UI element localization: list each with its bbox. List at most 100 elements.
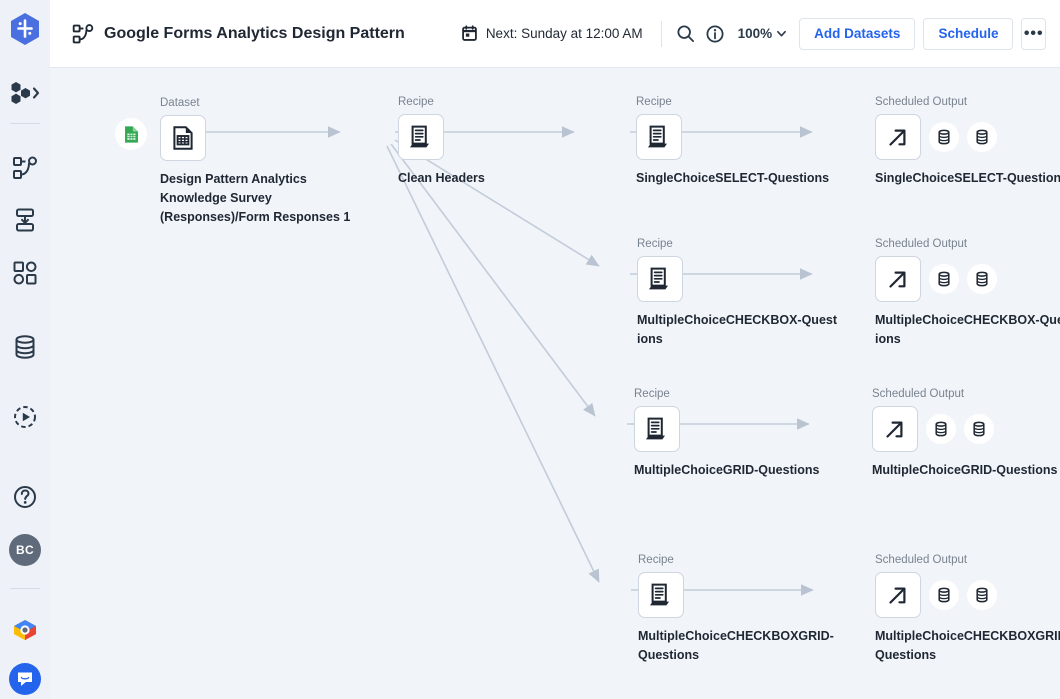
node-kind-label: Recipe [638,554,674,566]
recipe-prepare-icon [410,125,429,148]
recipe-box[interactable] [636,114,682,160]
database-badge-1[interactable] [929,122,959,152]
projects-hexagons-icon [11,82,40,105]
sidebar-item-recipes[interactable] [0,200,50,240]
intercom-chat-icon[interactable] [0,659,50,699]
page-title: Google Forms Analytics Design Pattern [104,24,405,42]
dataset-icon [173,126,193,150]
export-arrow-icon [889,271,906,288]
avatar-initials: BC [9,533,41,566]
recipe-prepare-icon [649,267,668,290]
node-label: Design Pattern Analytics Knowledge Surve… [160,172,351,224]
sidebar-item-flow[interactable] [0,148,50,188]
node-label: MultipleChoiceGRID-Questions [634,463,820,477]
sidebar-item-apps[interactable] [0,253,50,293]
recipe-box[interactable] [637,256,683,302]
database-badge-2[interactable] [967,580,997,610]
node-dataset-source[interactable]: Dataset [115,96,366,227]
header-divider [660,20,662,47]
recipe-prepare-icon [648,125,667,148]
sidebar-item-scenarios[interactable] [0,397,50,437]
flow-icon [13,156,37,180]
database-icon [976,129,988,145]
main-column: Google Forms Analytics Design Pattern Ne… [50,0,1060,699]
scheduled-output-box[interactable] [875,572,921,618]
google-sheets-icon [115,118,147,150]
node-kind-label: Recipe [398,96,434,108]
recipe-prepare-icon [650,583,669,606]
datasets-database-icon [15,335,35,359]
add-datasets-button[interactable]: Add Datasets [799,17,916,50]
node-kind-label: Dataset [160,97,200,109]
next-run-text: Next: Sunday at 12:00 AM [485,26,643,41]
apps-grid-icon [13,261,37,285]
sidebar-item-projects[interactable] [0,73,50,113]
rail-divider-2 [10,587,40,589]
node-kind-label: Scheduled Output [875,238,968,250]
schedule-button[interactable]: Schedule [923,17,1014,50]
node-label: MultipleChoiceGRID-Questions [872,463,1058,477]
dataiku-logo-icon[interactable] [9,12,41,51]
help-icon [14,486,36,509]
database-badge-1[interactable] [926,414,956,444]
node-label: MultipleChoiceCHECKBOXGRID-Questions [638,629,834,662]
flow-canvas[interactable]: Dataset [50,68,1060,699]
recipe-box[interactable] [638,572,684,618]
database-badge-2[interactable] [967,264,997,294]
database-icon [976,271,988,287]
rail-divider-1 [10,123,40,125]
node-label: SingleChoiceSELECT-Questions [636,171,830,185]
avatar[interactable]: BC [0,529,50,569]
database-icon [938,587,950,603]
node-kind-label: Scheduled Output [872,388,965,400]
recipe-prepare-icon [646,417,665,440]
export-arrow-icon [889,587,906,604]
node-kind-label: Scheduled Output [875,554,968,566]
recipe-box[interactable] [398,114,444,160]
search-icon[interactable] [675,19,696,49]
dataset-box[interactable] [115,115,206,161]
more-options-button[interactable]: ••• [1021,17,1046,50]
scheduled-output-box[interactable] [872,406,918,452]
node-recipe-1[interactable]: Recipe MultipleChoiceCHECKBOX-Questions [637,237,840,349]
scheduled-output-box[interactable] [875,114,921,160]
node-kind-label: Recipe [636,96,672,108]
google-cloud-icon[interactable] [0,613,50,653]
node-recipe-3[interactable]: Recipe MultipleChoiceCHECKBOXGRID-Questi… [638,553,838,665]
node-output-1[interactable]: Scheduled Output [875,237,1060,349]
scenarios-play-icon [14,406,36,429]
zoom-level-value: 100% [737,26,773,41]
node-recipe-0[interactable]: Recipe SingleChoiceSELECT-Questions [636,95,851,188]
prepare-icon [16,208,34,232]
sidebar-item-datasets[interactable] [0,327,50,367]
flow-icon [72,23,94,45]
database-icon [938,129,950,145]
database-badge-2[interactable] [967,122,997,152]
zoom-level-dropdown[interactable]: 100% [738,26,788,41]
database-icon [973,421,985,437]
node-output-0[interactable]: Scheduled Output [875,95,1060,188]
node-output-3[interactable]: Scheduled Output [875,553,1060,665]
node-label: MultipleChoiceCHECKBOX-Questions [637,313,838,346]
export-arrow-icon [889,129,906,146]
node-recipe-2[interactable]: Recipe MultipleChoiceGRID-Questions [634,387,839,480]
node-label: MultipleChoiceCHECKBOX-Questions [875,313,1060,346]
database-badge-1[interactable] [929,264,959,294]
chevron-down-icon [776,28,787,39]
database-icon [976,587,988,603]
node-label: Clean Headers [398,171,485,185]
node-recipe-clean-headers[interactable]: Recipe Clean Headers [398,95,548,188]
sidebar-item-help[interactable] [0,477,50,517]
database-badge-1[interactable] [929,580,959,610]
scheduled-output-box[interactable] [875,256,921,302]
database-icon [935,421,947,437]
node-label: MultipleChoiceCHECKBOXGRID-Questions [875,629,1060,662]
node-kind-label: Scheduled Output [875,96,968,108]
recipe-box[interactable] [634,406,680,452]
next-run-info[interactable]: Next: Sunday at 12:00 AM [461,25,643,42]
database-badge-2[interactable] [964,414,994,444]
node-output-2[interactable]: Scheduled Output [872,387,1060,480]
info-icon[interactable] [705,19,726,49]
export-arrow-icon [886,421,903,438]
